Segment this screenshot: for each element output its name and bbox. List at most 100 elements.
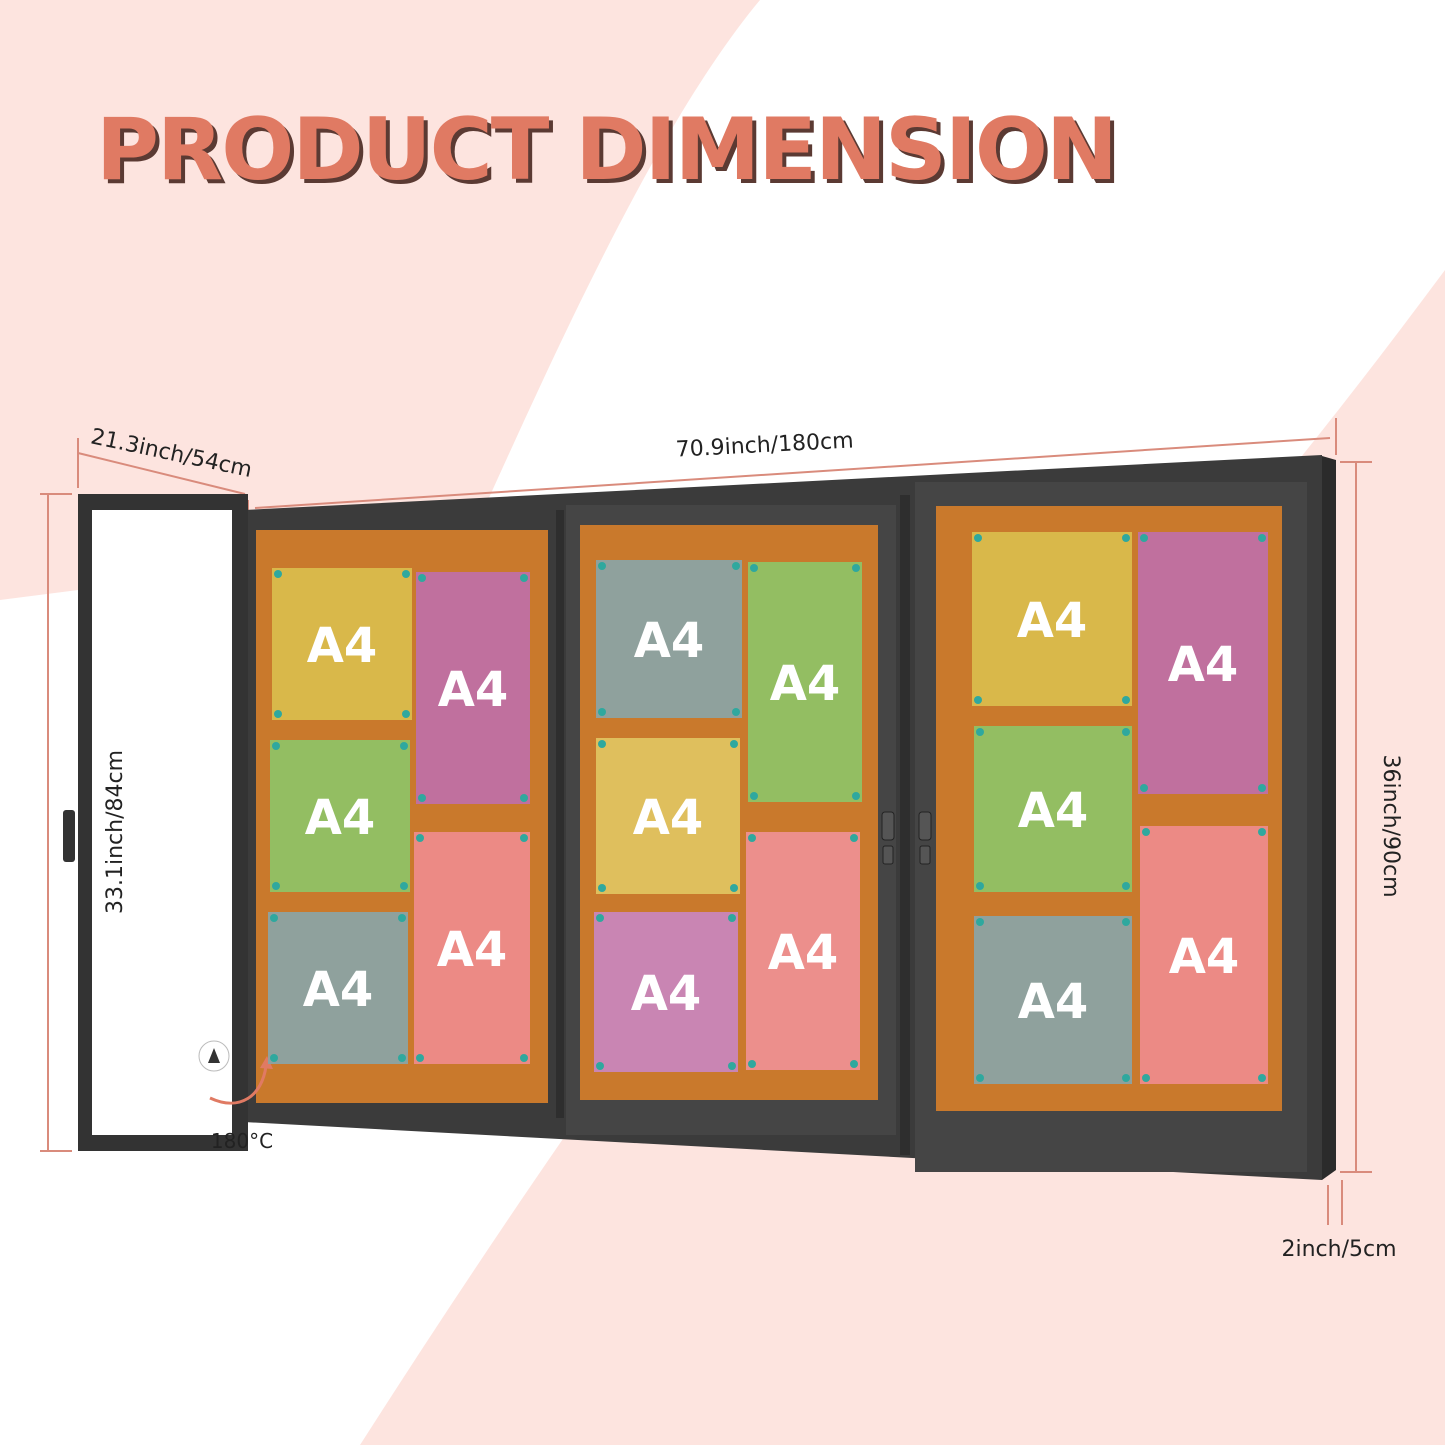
open-door — [63, 494, 248, 1151]
pin-icon — [850, 834, 858, 842]
pin-icon — [730, 740, 738, 748]
pin-icon — [974, 534, 982, 542]
pin-icon — [1122, 728, 1130, 736]
pin-icon — [398, 914, 406, 922]
pin-icon — [598, 708, 606, 716]
cabinet-depth-side — [1322, 456, 1336, 1180]
pin-icon — [730, 884, 738, 892]
a4-sheet-paper — [746, 832, 860, 1070]
pin-icon — [1140, 534, 1148, 542]
a4-sheet-paper — [596, 560, 742, 718]
door-lock-icon — [63, 810, 75, 862]
lock-icon — [918, 811, 932, 841]
a4-sheet-label: A4 — [438, 662, 509, 718]
pin-icon — [748, 1060, 756, 1068]
pin-icon — [976, 1074, 984, 1082]
pin-icon — [1122, 918, 1130, 926]
pin-icon — [274, 710, 282, 718]
a4-sheet: A4 — [596, 738, 740, 894]
a4-sheet-paper — [1138, 532, 1268, 794]
panel-locks — [881, 811, 932, 865]
depth-label: 2inch/5cm — [1281, 1237, 1396, 1262]
a4-sheet-label: A4 — [1168, 637, 1239, 693]
a4-sheet-paper — [272, 568, 412, 720]
door-width-dimension-line — [77, 452, 246, 495]
pin-icon — [1122, 882, 1130, 890]
a4-sheet-label: A4 — [768, 925, 839, 981]
a4-sheet-label: A4 — [437, 922, 508, 978]
pin-icon — [728, 914, 736, 922]
a4-sheet: A4 — [972, 532, 1132, 706]
pin-icon — [732, 562, 740, 570]
a4-sheet: A4 — [272, 568, 412, 720]
lock-icon — [881, 811, 895, 841]
pin-icon — [596, 1062, 604, 1070]
a4-sheet-label: A4 — [305, 790, 376, 846]
a4-sheet: A4 — [594, 912, 738, 1072]
width-dimension-line — [254, 437, 1331, 509]
pin-icon — [728, 1062, 736, 1070]
pin-icon — [1258, 828, 1266, 836]
a4-sheet: A4 — [746, 832, 860, 1070]
a4-sheet-paper — [594, 912, 738, 1072]
pin-icon — [976, 882, 984, 890]
rotation-arrow-icon — [209, 1065, 268, 1105]
pin-icon — [416, 1054, 424, 1062]
a4-sheet-label: A4 — [634, 613, 705, 669]
a4-sheet-label: A4 — [633, 790, 704, 846]
a4-sheet: A4 — [974, 726, 1132, 892]
a4-sheet: A4 — [748, 562, 862, 802]
a4-sheet-paper — [268, 912, 408, 1064]
pin-icon — [1140, 784, 1148, 792]
pin-icon — [1122, 534, 1130, 542]
a4-sheet-label: A4 — [1018, 974, 1089, 1030]
pin-icon — [1142, 1074, 1150, 1082]
background-pink-shape-top — [0, 0, 760, 600]
a4-sheet-paper — [972, 532, 1132, 706]
pin-icon — [520, 834, 528, 842]
door-width-label: 21.3inch/54cm — [89, 424, 255, 483]
height-label: 36inch/90cm — [1378, 754, 1403, 897]
pin-icon — [850, 1060, 858, 1068]
page-title: PRODUCT DIMENSION — [96, 100, 1118, 200]
pin-icon — [402, 710, 410, 718]
a4-sheet: A4 — [974, 916, 1132, 1084]
a4-sheet-paper — [596, 738, 740, 894]
a4-sheet-label: A4 — [303, 962, 374, 1018]
pin-icon — [748, 834, 756, 842]
width-label: 70.9inch/180cm — [675, 428, 854, 462]
pin-icon — [1122, 1074, 1130, 1082]
a4-sheet-label: A4 — [770, 656, 841, 712]
a4-sheet-paper — [416, 572, 530, 804]
dimension-lines — [40, 418, 1372, 1225]
a4-sheet-label: A4 — [1017, 593, 1088, 649]
pin-icon — [1122, 696, 1130, 704]
pin-icon — [596, 914, 604, 922]
pin-icon — [1142, 828, 1150, 836]
pin-icon — [418, 794, 426, 802]
pin-icon — [400, 742, 408, 750]
a4-sheet-paper — [974, 726, 1132, 892]
a4-sheet-label: A4 — [307, 618, 378, 674]
pin-icon — [416, 834, 424, 842]
pin-icon — [1258, 534, 1266, 542]
pin-icon — [598, 884, 606, 892]
door-glass — [92, 510, 232, 1135]
a4-sheet: A4 — [1140, 826, 1268, 1084]
pin-icon — [400, 882, 408, 890]
door-height-label: 33.1inch/84cm — [103, 750, 128, 914]
pin-icon — [418, 574, 426, 582]
a4-sheet-paper — [748, 562, 862, 802]
pin-icon — [974, 696, 982, 704]
pin-icon — [976, 918, 984, 926]
pin-icon — [520, 574, 528, 582]
a4-sheet: A4 — [268, 912, 408, 1064]
a4-sheet-paper — [1140, 826, 1268, 1084]
pin-icon — [270, 914, 278, 922]
pin-icon — [976, 728, 984, 736]
pin-icon — [402, 570, 410, 578]
pin-icon — [274, 570, 282, 578]
a4-sheet-label: A4 — [631, 966, 702, 1022]
